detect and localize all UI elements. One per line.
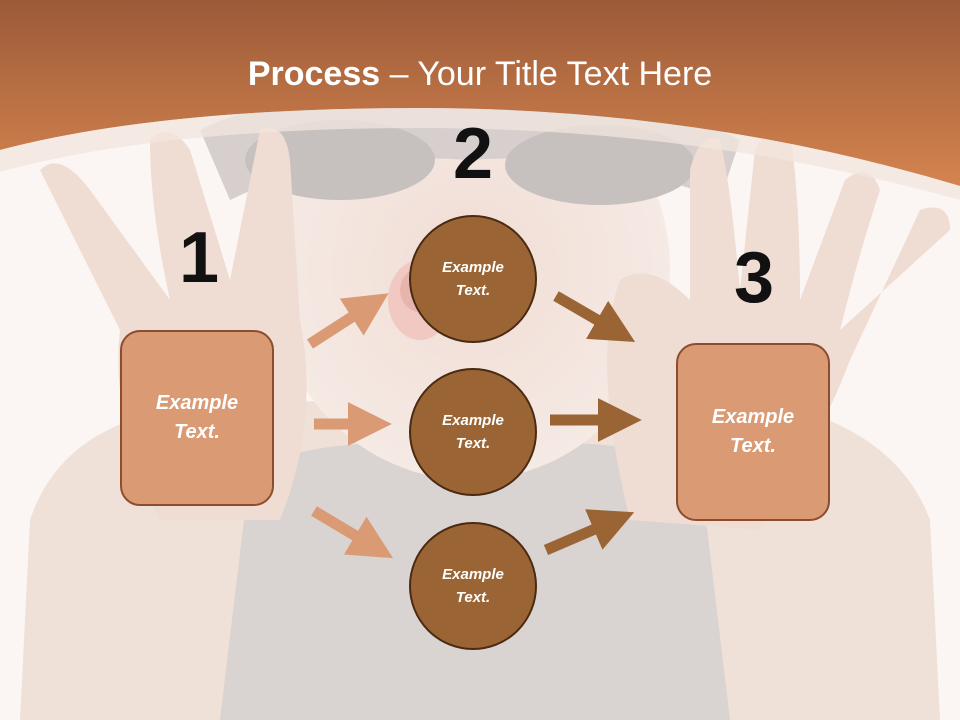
step-3-text: Example Text. — [712, 403, 794, 461]
circle-middle-text: Example Text. — [442, 409, 504, 455]
circle-top-line2: Text. — [455, 282, 491, 299]
circle-bottom-line1: Example — [442, 566, 504, 583]
title-rest: – Your Title Text Here — [380, 55, 713, 93]
step-2-circle-bottom[interactable]: Example Text. — [409, 522, 537, 650]
step-number-2: 2 — [452, 114, 494, 194]
arrow-2-to-3-bottom — [543, 509, 635, 556]
step-1-line2: Text. — [174, 421, 220, 443]
step-3-line2: Text. — [730, 435, 776, 457]
circle-top-text: Example Text. — [442, 256, 504, 302]
step-2-circle-middle[interactable]: Example Text. — [409, 368, 537, 496]
step-number-3: 3 — [733, 238, 775, 318]
header-band — [0, 0, 960, 200]
step-1-box[interactable]: Example Text. — [120, 330, 274, 506]
step-3-line1: Example — [711, 406, 795, 428]
circle-bottom-text: Example Text. — [442, 563, 504, 609]
step-2-circle-top[interactable]: Example Text. — [409, 215, 537, 343]
slide-title: Process – Your Title Text Here — [0, 52, 960, 96]
step-1-text: Example Text. — [156, 389, 238, 447]
arrow-1-to-2-bottom — [311, 506, 394, 559]
circle-bottom-line2: Text. — [455, 589, 491, 606]
arrow-2-to-3-top — [553, 291, 636, 342]
title-bold: Process — [247, 55, 381, 93]
circle-top-line1: Example — [442, 259, 504, 276]
circle-middle-line2: Text. — [455, 435, 491, 452]
step-1-line1: Example — [155, 392, 239, 414]
circle-middle-line1: Example — [442, 412, 504, 429]
step-number-1: 1 — [178, 218, 220, 298]
arrow-1-to-2-top — [307, 293, 389, 349]
step-3-box[interactable]: Example Text. — [676, 343, 830, 521]
